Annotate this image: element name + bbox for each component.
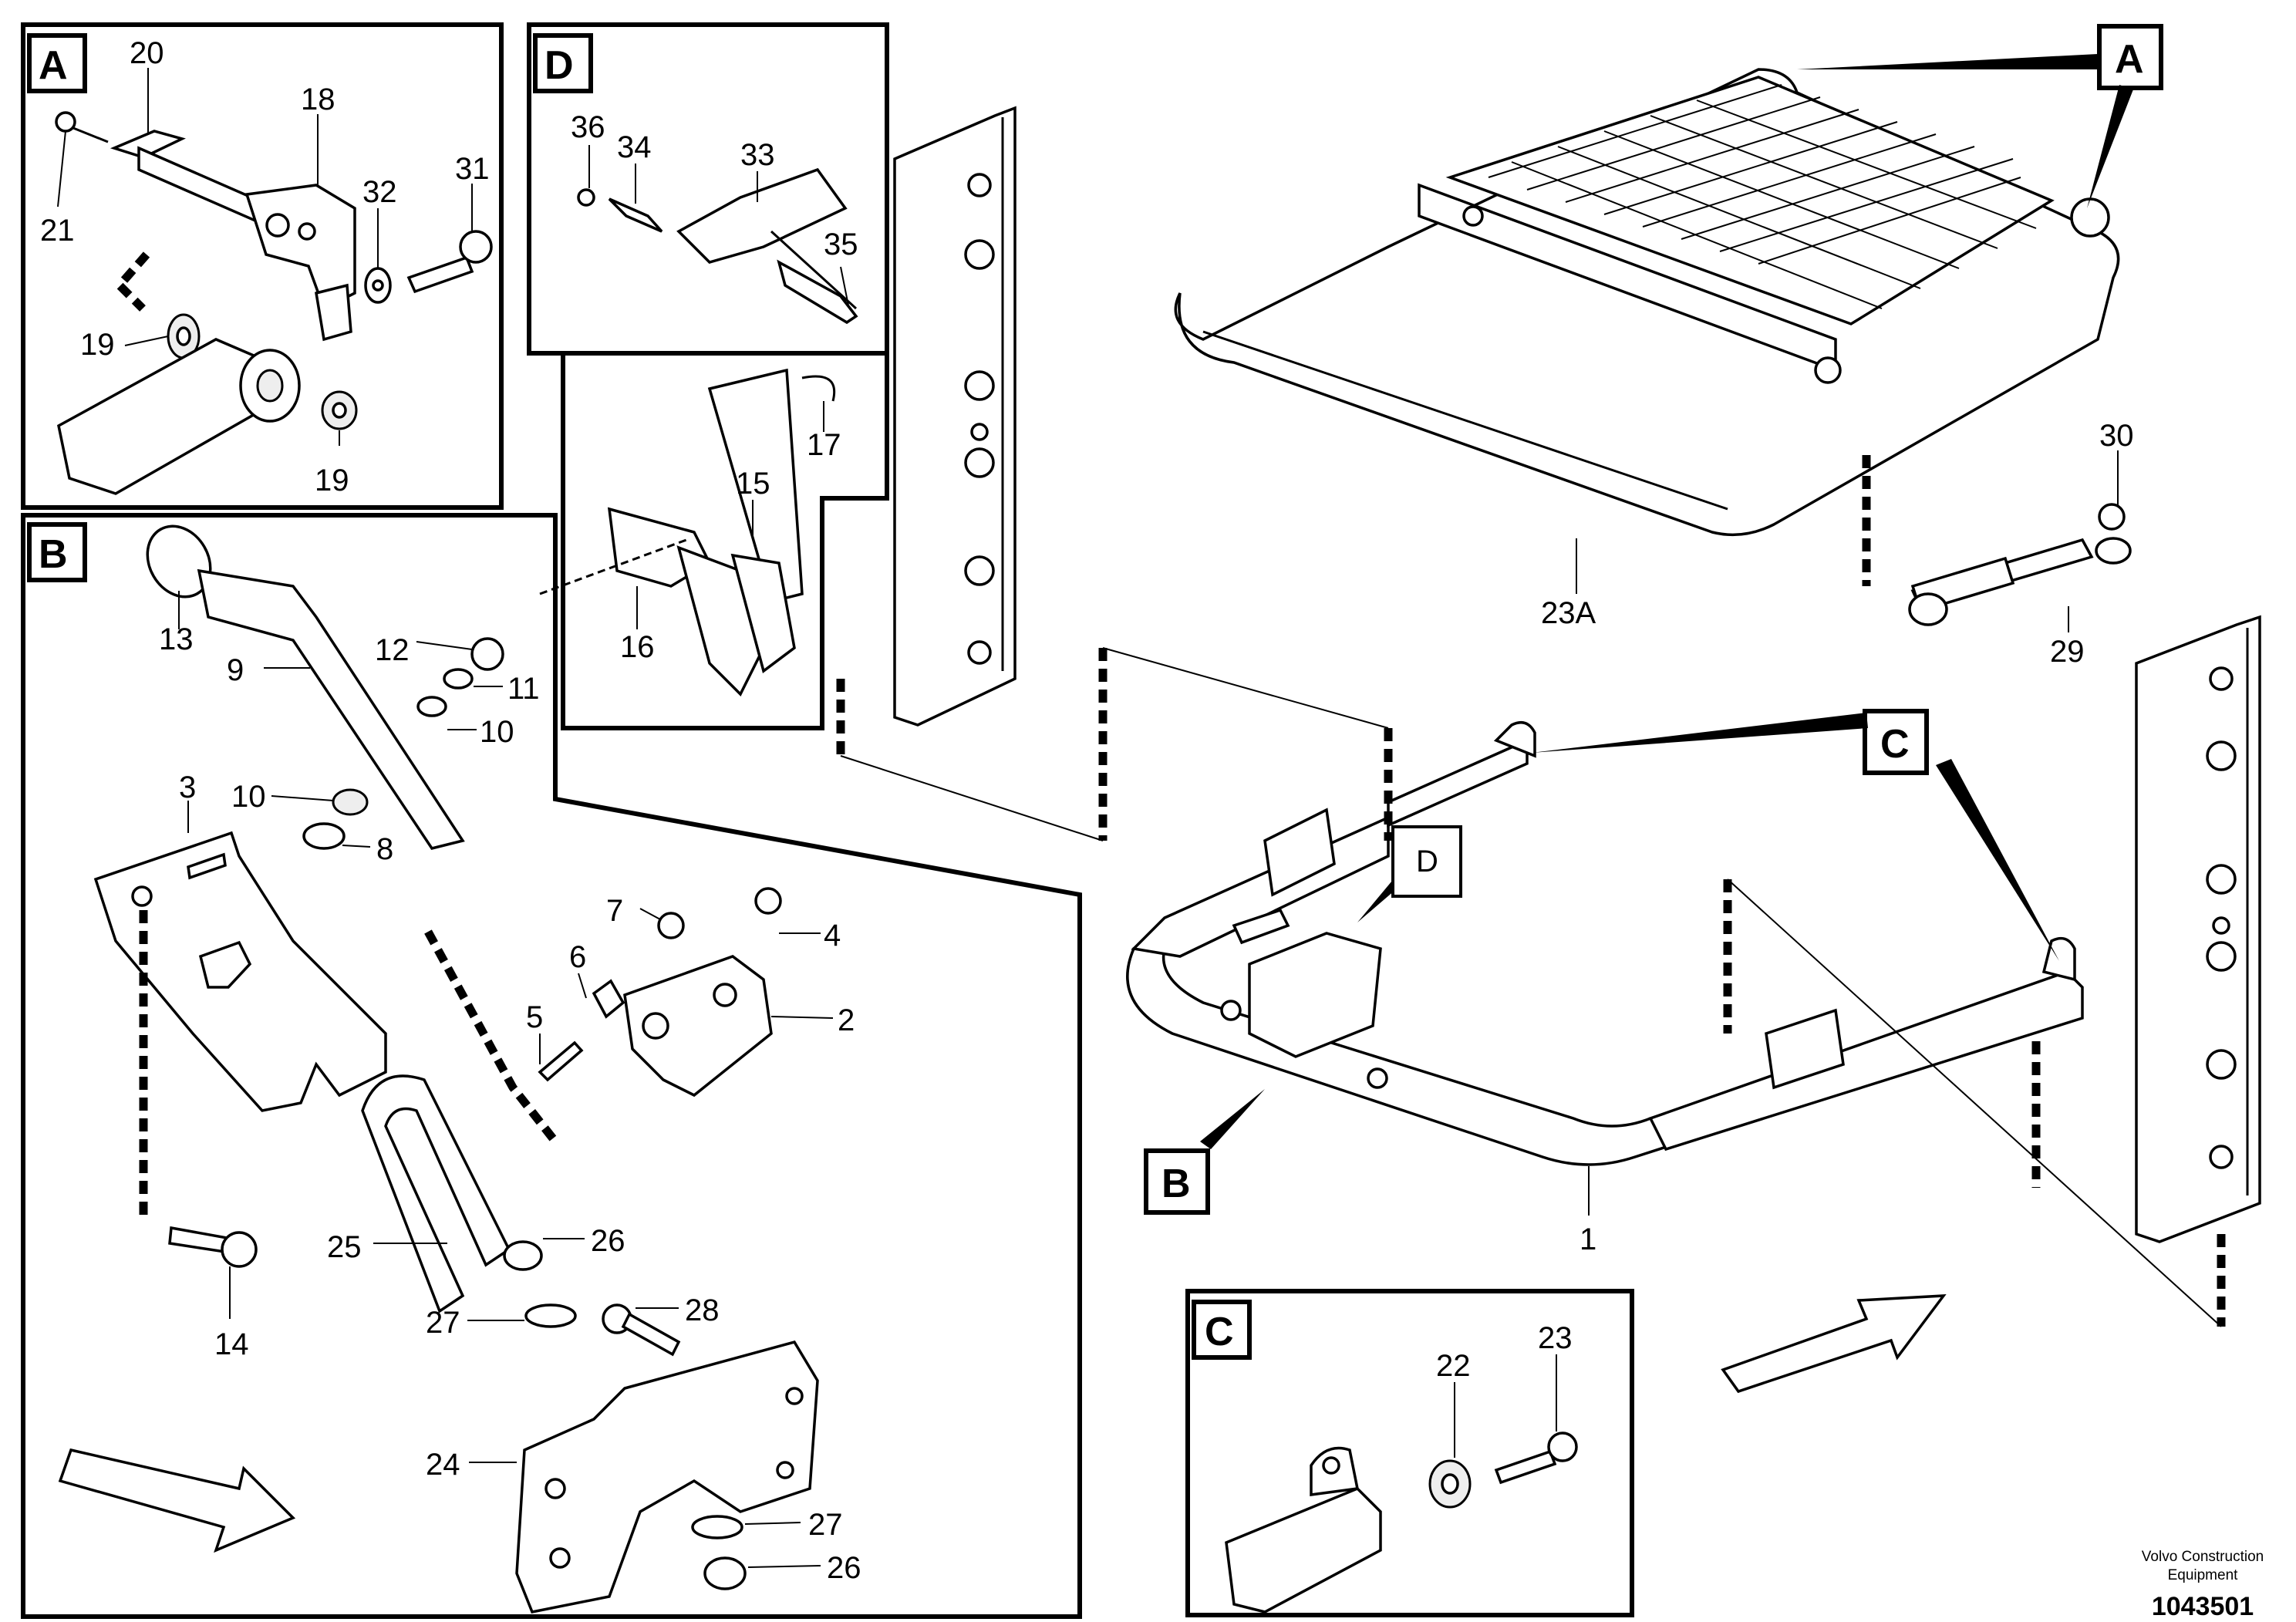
svg-text:28: 28 xyxy=(685,1293,720,1327)
svg-text:2: 2 xyxy=(838,1003,855,1037)
callout-box-a: A xyxy=(2097,24,2163,90)
svg-text:23A: 23A xyxy=(1541,596,1596,630)
svg-text:19: 19 xyxy=(80,328,115,362)
detail-a-leaders xyxy=(57,68,473,446)
svg-text:3: 3 xyxy=(179,771,196,804)
box-letter-b: B xyxy=(27,522,87,582)
svg-text:35: 35 xyxy=(824,228,858,261)
detail-c-labels: 22 23 xyxy=(1436,1321,1573,1383)
svg-text:20: 20 xyxy=(130,36,164,70)
svg-text:A: A xyxy=(39,43,68,88)
main-assembly xyxy=(836,68,2261,1394)
svg-text:22: 22 xyxy=(1436,1349,1471,1383)
svg-text:21: 21 xyxy=(40,214,75,248)
credit-line-2: Equipment xyxy=(2168,1567,2239,1583)
svg-text:24: 24 xyxy=(426,1448,460,1482)
frame-b xyxy=(21,513,1082,1619)
svg-text:32: 32 xyxy=(362,175,397,209)
svg-text:36: 36 xyxy=(571,110,605,144)
detail-a-parts xyxy=(55,111,493,495)
main-leaders xyxy=(1576,450,2119,1216)
detail-a-labels: 20 18 32 31 21 19 19 xyxy=(40,36,490,497)
svg-text:27: 27 xyxy=(808,1508,843,1542)
main-labels: 30 23A 29 1 xyxy=(1541,419,2134,1256)
svg-text:17: 17 xyxy=(807,428,841,462)
svg-text:33: 33 xyxy=(740,138,775,172)
svg-text:6: 6 xyxy=(569,940,586,974)
svg-text:34: 34 xyxy=(617,130,652,164)
svg-text:11: 11 xyxy=(507,672,540,706)
svg-text:B: B xyxy=(39,532,68,577)
callout-box-d: D xyxy=(1391,825,1462,898)
svg-text:12: 12 xyxy=(375,633,410,667)
svg-text:26: 26 xyxy=(827,1551,861,1585)
svg-text:23: 23 xyxy=(1538,1321,1573,1355)
svg-text:10: 10 xyxy=(231,780,266,814)
svg-text:19: 19 xyxy=(315,464,349,497)
svg-text:D: D xyxy=(544,43,574,88)
svg-text:5: 5 xyxy=(526,1000,543,1034)
frame-d-bottom xyxy=(529,351,889,730)
detail-b-parts xyxy=(58,524,819,1614)
svg-text:D: D xyxy=(1416,845,1438,878)
detail-d-leaders xyxy=(588,145,849,629)
svg-text:8: 8 xyxy=(376,832,393,866)
detail-b-leaders xyxy=(178,591,834,1568)
frame-c xyxy=(1185,1289,1634,1617)
svg-text:27: 27 xyxy=(426,1306,460,1340)
detail-c-leaders xyxy=(1454,1354,1557,1458)
box-letter-d: D xyxy=(533,33,593,93)
callout-box-b: B xyxy=(1144,1148,1210,1215)
box-letter-c: C xyxy=(1192,1300,1252,1360)
svg-text:29: 29 xyxy=(2050,635,2085,669)
svg-text:13: 13 xyxy=(159,622,194,656)
svg-text:4: 4 xyxy=(824,919,841,953)
detail-d-labels: 36 34 33 35 17 15 16 xyxy=(571,110,858,664)
svg-text:14: 14 xyxy=(214,1327,249,1361)
box-letter-a: A xyxy=(27,33,87,93)
svg-text:10: 10 xyxy=(480,715,514,749)
svg-text:18: 18 xyxy=(301,83,335,116)
svg-text:7: 7 xyxy=(606,894,623,928)
svg-text:25: 25 xyxy=(327,1230,362,1264)
footer: Volvo Construction Equipment 1043501 xyxy=(2142,1549,2264,1621)
svg-text:A: A xyxy=(2115,37,2144,82)
main-pointers xyxy=(1200,54,2133,1149)
detail-c-parts xyxy=(1225,1431,1578,1614)
detail-b-labels: 13 9 12 11 10 10 8 3 7 4 6 2 5 25 26 27 … xyxy=(159,622,861,1585)
svg-text:31: 31 xyxy=(455,152,490,186)
svg-text:15: 15 xyxy=(736,467,770,501)
detail-frames xyxy=(21,22,1634,1619)
svg-text:1: 1 xyxy=(1580,1222,1596,1256)
svg-text:C: C xyxy=(1880,722,1910,767)
svg-text:C: C xyxy=(1205,1310,1234,1354)
svg-text:9: 9 xyxy=(227,653,244,687)
document-number: 1043501 xyxy=(2152,1592,2254,1621)
svg-text:16: 16 xyxy=(620,630,655,664)
frame-a xyxy=(21,22,504,510)
svg-text:B: B xyxy=(1161,1162,1191,1206)
credit-line-1: Volvo Construction xyxy=(2142,1549,2264,1565)
svg-text:30: 30 xyxy=(2099,419,2134,453)
callout-box-c: C xyxy=(1863,709,1929,775)
detail-d-parts xyxy=(539,167,858,696)
svg-text:26: 26 xyxy=(591,1224,625,1258)
